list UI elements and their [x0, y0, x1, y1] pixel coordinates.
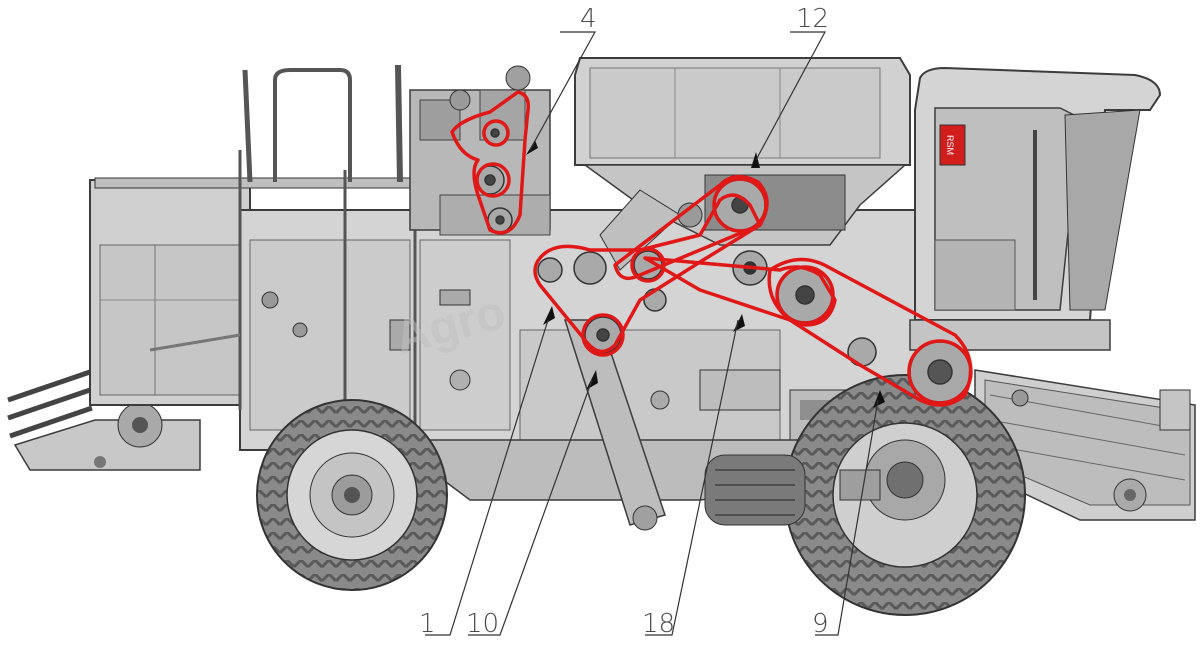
- rear-unit: [7, 369, 201, 471]
- belt-18: [643, 256, 837, 327]
- leader-lines: [425, 31, 879, 636]
- cleaning-fan: [704, 454, 806, 526]
- rear-wheel: [256, 399, 448, 591]
- belt-contours: [450, 90, 973, 407]
- callout-4: 4: [580, 4, 597, 34]
- callout-1: 1: [419, 609, 436, 639]
- cab-plate: [939, 124, 966, 166]
- belt-9: [767, 257, 973, 407]
- callout-18: 18: [642, 609, 675, 639]
- callout-9: 9: [812, 609, 829, 639]
- callout-10: 10: [466, 609, 499, 639]
- callout-labels: 4 12 1 10 18 9: [419, 4, 829, 639]
- front-wheel: [784, 374, 1026, 616]
- callout-12: 12: [796, 4, 829, 34]
- belt-4-pulley: [475, 162, 511, 198]
- belt-4: [450, 90, 531, 235]
- cab-plate-text: RSM: [945, 135, 955, 155]
- belt-1: [533, 193, 762, 354]
- cab: RSM: [909, 66, 1162, 351]
